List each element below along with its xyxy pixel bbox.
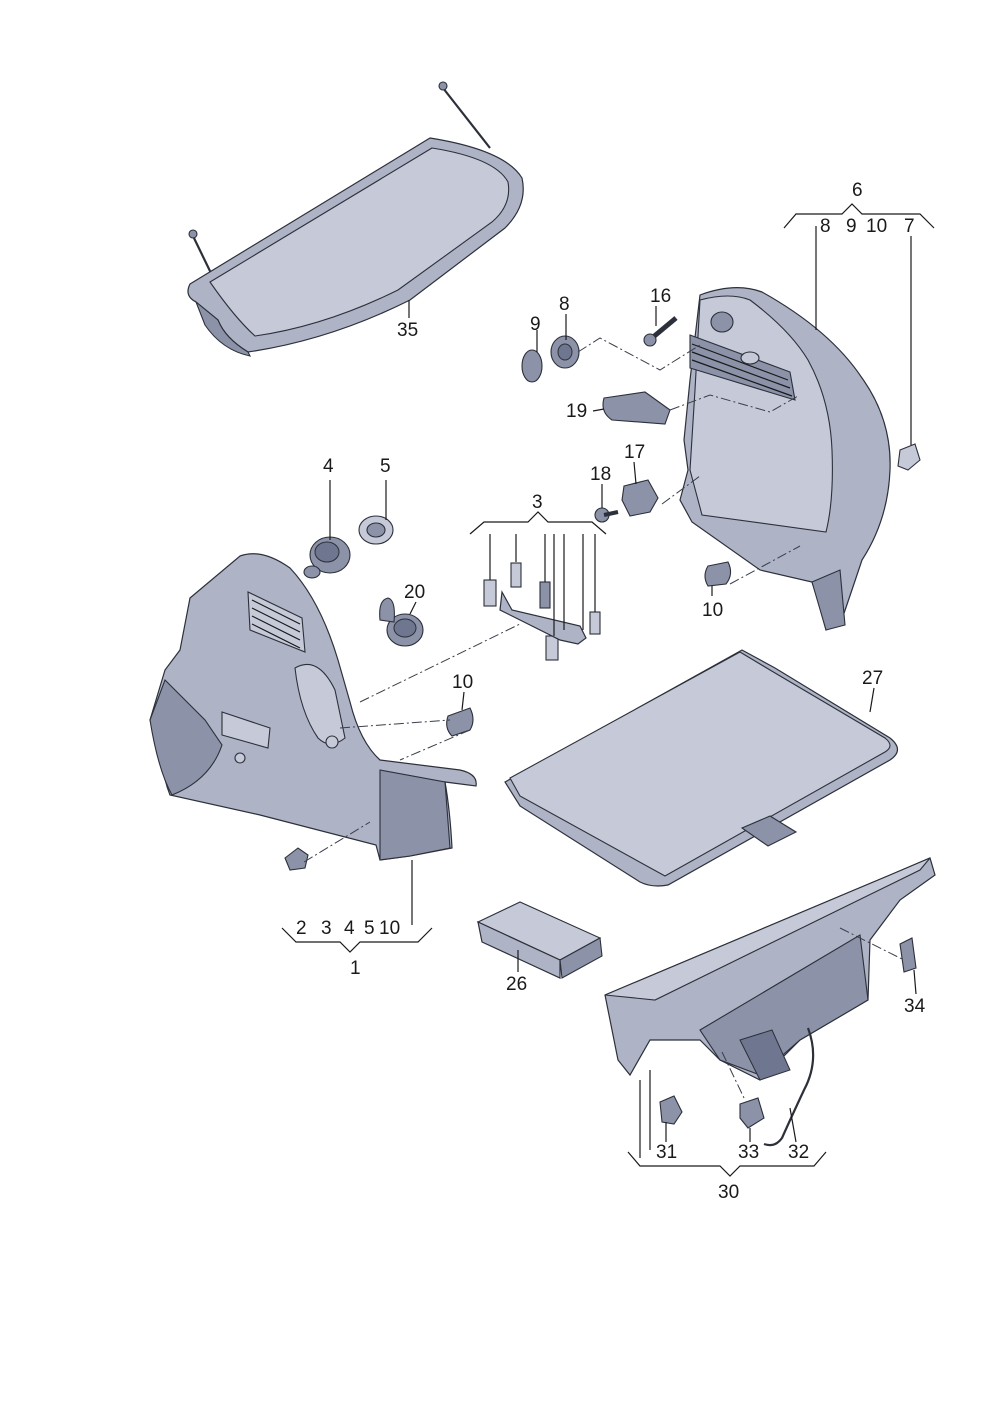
part-5-grommet	[358, 515, 394, 545]
part-4-fastener	[303, 536, 351, 579]
label-30: 30	[718, 1182, 739, 1203]
label-5: 5	[380, 456, 391, 477]
group-3-leaders	[489, 534, 596, 636]
part-20-socket	[379, 597, 424, 647]
leader-lines	[329, 226, 917, 1158]
label-32: 32	[788, 1142, 809, 1163]
label-31: 31	[656, 1142, 677, 1163]
part-7-clip	[897, 443, 921, 471]
label-2: 2	[296, 918, 307, 939]
label-6: 6	[852, 180, 863, 201]
label-4: 4	[323, 456, 334, 477]
part-16-screw	[643, 316, 678, 347]
part-31-clip	[659, 1095, 683, 1125]
part-1-left-trim	[149, 553, 477, 861]
label-19: 19	[566, 401, 587, 422]
label-10c: 10	[702, 600, 723, 621]
label-27: 27	[862, 668, 883, 689]
label-3: 3	[532, 492, 543, 513]
label-5b: 5	[364, 918, 375, 939]
part-17-bracket	[621, 479, 659, 517]
label-34: 34	[904, 996, 926, 1017]
part-18-screw	[594, 507, 619, 523]
label-10a: 10	[866, 216, 887, 237]
part-27-floor-covering	[504, 649, 899, 887]
part-2-clip	[284, 847, 309, 871]
label-16: 16	[650, 286, 671, 307]
part-8-screw-cap	[550, 335, 580, 369]
part-32-cable	[763, 1027, 815, 1147]
vent-grille-right	[691, 343, 793, 397]
label-26: 26	[506, 974, 527, 995]
label-10b: 10	[452, 672, 473, 693]
part-10-cap-right	[704, 561, 732, 587]
label-4b: 4	[344, 918, 355, 939]
label-9: 9	[846, 216, 857, 237]
part-34-clip	[899, 937, 917, 973]
part-19-vent	[602, 391, 671, 425]
part-10-cap-left	[446, 707, 474, 737]
label-35: 35	[397, 320, 418, 341]
bracket-group-6	[783, 203, 935, 229]
part-33-bracket	[739, 1097, 765, 1129]
label-8: 8	[820, 216, 831, 237]
label-1: 1	[350, 958, 361, 979]
label-20: 20	[404, 582, 425, 603]
label-33: 33	[738, 1142, 759, 1163]
callout-labels: 35 6 8 9 10 7 16 8 9 19 17 18 3 4 5 20 1…	[296, 180, 926, 1203]
label-7: 7	[904, 216, 915, 237]
label-8b: 8	[559, 294, 570, 315]
label-9b: 9	[530, 314, 541, 335]
part-35-cover	[187, 81, 524, 357]
bracket-group-30	[627, 1151, 827, 1177]
part-6-right-trim	[679, 287, 891, 631]
label-10d: 10	[379, 918, 400, 939]
label-3b: 3	[321, 918, 332, 939]
assembly-lines	[303, 337, 905, 1101]
part-9-cap	[521, 349, 543, 383]
vent-grille-left	[251, 599, 301, 649]
part-26-box	[476, 901, 603, 979]
bracket-group-3	[469, 511, 607, 535]
part-30-sill-panel	[604, 857, 936, 1081]
label-17: 17	[624, 442, 645, 463]
label-18: 18	[590, 464, 611, 485]
bracket-group-1	[281, 927, 433, 953]
